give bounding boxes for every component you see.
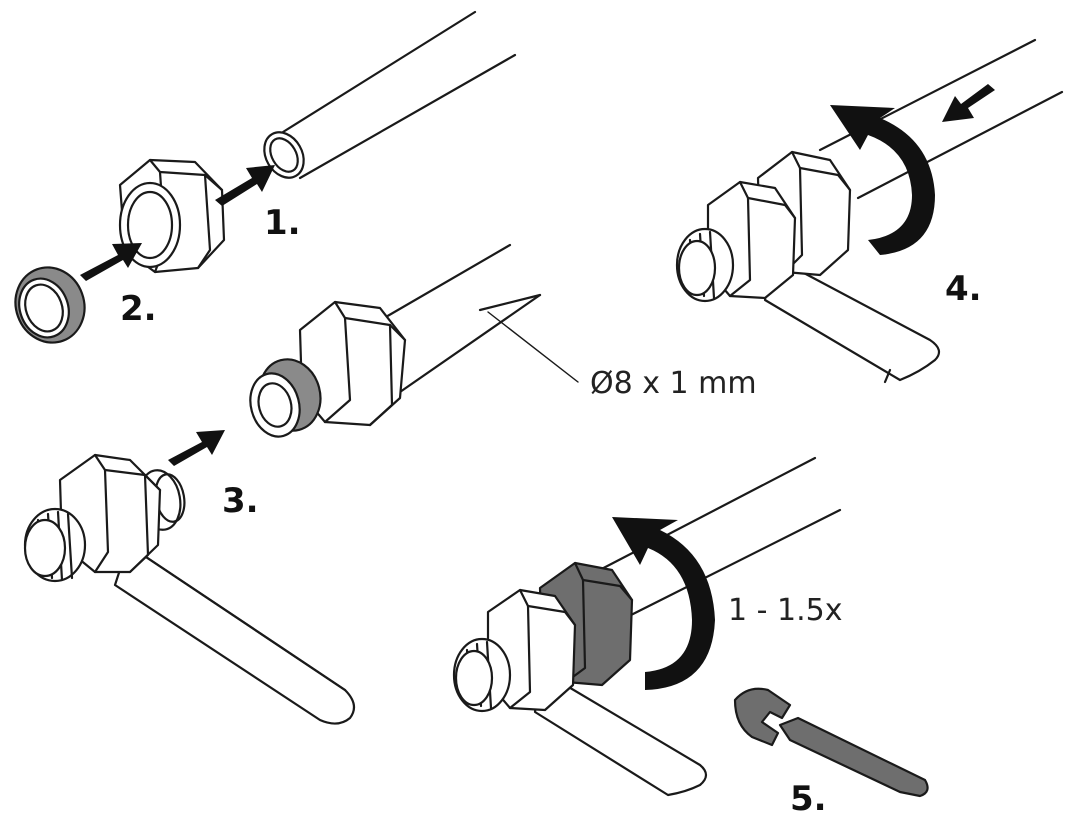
arrow-step-2 bbox=[80, 243, 142, 281]
step-1-label: 1. bbox=[264, 203, 301, 243]
step-3-label: 3. bbox=[222, 481, 259, 521]
pipe-top bbox=[263, 10, 517, 180]
step-3-group: Ø8 x 1 mm 3. bbox=[23, 243, 757, 725]
turns-label: 1 - 1.5x bbox=[728, 593, 842, 628]
arrow-step-3 bbox=[168, 430, 225, 466]
step-4-group: 4. bbox=[675, 38, 1064, 384]
step-5-group: 1 - 1.5x 5. bbox=[452, 456, 929, 819]
step-5-label: 5. bbox=[790, 779, 827, 819]
arrow-step-1 bbox=[215, 165, 275, 206]
step-2-label: 2. bbox=[120, 289, 157, 329]
pipe-step-5 bbox=[533, 456, 842, 797]
rotate-arrow-step-4 bbox=[830, 105, 935, 255]
step-4-label: 4. bbox=[945, 269, 982, 309]
spec-leader bbox=[487, 311, 579, 383]
pipe-spec-label: Ø8 x 1 mm bbox=[590, 366, 757, 401]
compression-ring bbox=[14, 266, 86, 344]
wrench-icon bbox=[733, 687, 929, 798]
step-1-2-group: 1. 2. bbox=[14, 10, 517, 344]
rotate-arrow-step-5 bbox=[612, 517, 715, 690]
push-arrow-step-4 bbox=[942, 84, 995, 122]
fitting-step-5 bbox=[452, 561, 634, 713]
union-nut bbox=[118, 158, 226, 274]
ring-on-pipe bbox=[249, 358, 322, 438]
fitting-body bbox=[23, 453, 356, 725]
fitting-step-4 bbox=[675, 150, 852, 303]
